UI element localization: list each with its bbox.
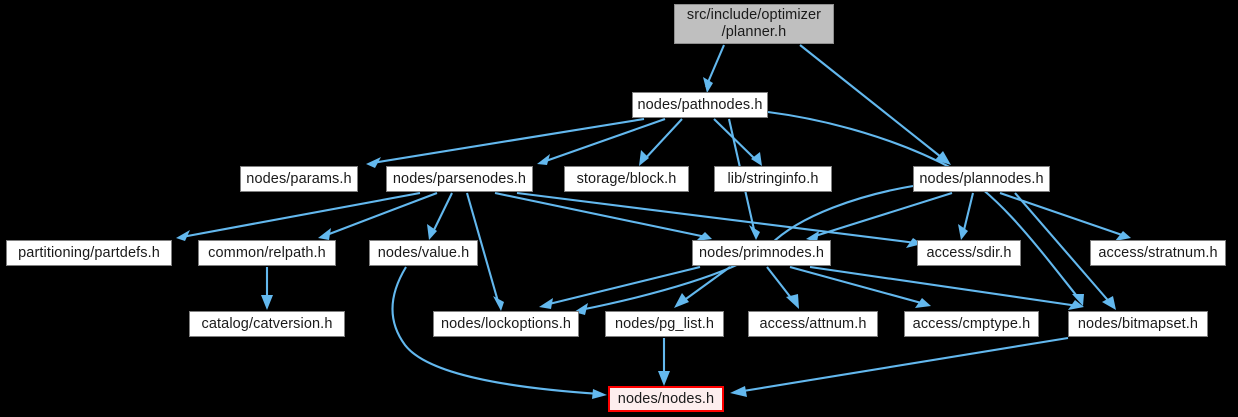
edge-planner-to-plannodes xyxy=(799,44,947,162)
node-nodes[interactable]: nodes/nodes.h xyxy=(608,386,724,412)
node-catversion[interactable]: catalog/catversion.h xyxy=(189,311,345,337)
node-params[interactable]: nodes/params.h xyxy=(240,166,358,192)
arrowhead-primnodes-to-lockopts xyxy=(539,298,553,309)
node-relpath[interactable]: common/relpath.h xyxy=(198,240,336,266)
edge-pathnodes-to-bitmapset xyxy=(767,110,1081,301)
edge-plannodes-to-sdir xyxy=(961,192,975,235)
node-value[interactable]: nodes/value.h xyxy=(369,240,478,266)
edge-pathnodes-to-params xyxy=(371,117,645,165)
arrowhead-pathnodes-to-parsenodes xyxy=(537,154,550,165)
arrowhead-bitmapset-to-nodes xyxy=(730,386,747,397)
node-block[interactable]: storage/block.h xyxy=(564,166,689,192)
arrowhead-plannodes-to-stratnum xyxy=(1115,231,1131,241)
node-sdir[interactable]: access/sdir.h xyxy=(917,240,1021,266)
arrowhead-pathnodes-to-primnodes xyxy=(749,225,760,240)
edge-parsenodes-to-value xyxy=(431,192,453,235)
edge-parsenodes-to-sdir xyxy=(516,191,917,245)
edge-bitmapset-to-nodes xyxy=(736,336,1069,394)
node-cmptype[interactable]: access/cmptype.h xyxy=(904,311,1039,337)
arrowhead-plannodes-to-primnodes xyxy=(806,231,819,242)
edge-plannodes-to-stratnum xyxy=(999,192,1126,237)
node-stratnum[interactable]: access/stratnum.h xyxy=(1090,240,1226,266)
arrowhead-pathnodes-to-stringinfo xyxy=(751,152,762,166)
arrowhead-pathnodes-to-block xyxy=(639,150,649,166)
arrowhead-primnodes-to-pglist xyxy=(674,293,689,308)
node-plannodes[interactable]: nodes/plannodes.h xyxy=(913,166,1050,192)
arrowhead-parsenodes-to-primnodes xyxy=(696,232,712,241)
edge-plannodes-to-primnodes xyxy=(811,191,953,239)
arrowhead-parsenodes-to-sdir xyxy=(906,238,922,248)
edge-primnodes-to-pglist xyxy=(678,266,731,305)
arrowhead-value-to-nodes xyxy=(592,389,607,399)
edge-parsenodes-to-partdefs xyxy=(181,191,421,239)
edge-parsenodes-to-primnodes xyxy=(494,191,707,239)
edge-primnodes-to-lockopts xyxy=(544,265,701,307)
arrowhead-planner-to-pathnodes xyxy=(703,77,713,93)
edge-pathnodes-to-block xyxy=(642,118,683,162)
arrowhead-parsenodes-to-relpath xyxy=(318,228,331,240)
node-pathnodes[interactable]: nodes/pathnodes.h xyxy=(632,92,768,118)
arrowhead-plannodes-to-sdir xyxy=(958,224,968,240)
edge-planner-to-pathnodes xyxy=(705,44,725,88)
edge-value-to-nodes xyxy=(391,266,601,396)
edge-primnodes-to-cmptype xyxy=(789,265,926,306)
arrowhead-pathnodes-to-params xyxy=(366,157,381,168)
arrowhead-planner-to-plannodes xyxy=(935,151,951,165)
node-bitmapset[interactable]: nodes/bitmapset.h xyxy=(1068,311,1208,337)
arrowhead-parsenodes-to-partdefs xyxy=(176,230,190,241)
arrowhead-primnodes-to-cmptype xyxy=(915,298,931,308)
node-pglist[interactable]: nodes/pg_list.h xyxy=(605,311,724,337)
node-primnodes[interactable]: nodes/primnodes.h xyxy=(692,240,831,266)
arrowhead-primnodes-to-bitmapset xyxy=(1068,300,1084,310)
edge-parsenodes-to-relpath xyxy=(323,192,438,237)
node-attnum[interactable]: access/attnum.h xyxy=(748,311,878,337)
edge-pathnodes-to-stringinfo xyxy=(713,118,758,162)
node-partdefs[interactable]: partitioning/partdefs.h xyxy=(6,240,172,266)
edge-parsenodes-to-lockopts xyxy=(465,192,501,306)
node-stringinfo[interactable]: lib/stringinfo.h xyxy=(714,166,832,192)
node-parsenodes[interactable]: nodes/parsenodes.h xyxy=(386,166,533,192)
node-lockoptions[interactable]: nodes/lockoptions.h xyxy=(433,311,579,337)
arrowhead-primnodes-to-attnum xyxy=(786,294,799,309)
arrowhead-relpath-to-catversion xyxy=(261,295,273,310)
node-planner[interactable]: src/include/optimizer /planner.h xyxy=(674,4,834,44)
edge-plannodes-to-bitmapset xyxy=(1014,192,1113,306)
arrowhead-pathnodes-to-bitmapset xyxy=(1072,294,1084,306)
arrowhead-plannodes-to-bitmapset xyxy=(1102,296,1116,310)
edge-primnodes-to-bitmapset xyxy=(809,265,1079,308)
arrowhead-parsenodes-to-value xyxy=(427,224,437,240)
edge-pathnodes-to-parsenodes xyxy=(542,118,666,163)
arrowhead-pglist-to-nodes xyxy=(658,371,670,386)
arrowhead-parsenodes-to-lockopts xyxy=(493,296,504,311)
